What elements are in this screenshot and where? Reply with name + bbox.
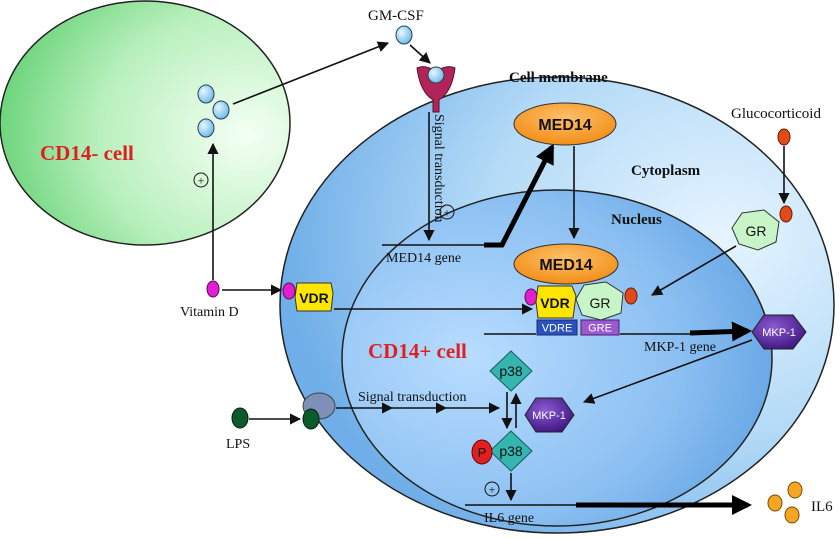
vitamin-d-molecule: [206, 280, 220, 298]
vitamin-d-bound-nucleus: [524, 288, 538, 306]
glucocorticoid-bound: [779, 205, 793, 223]
gr-receptor-nucleus: [575, 281, 624, 321]
mkp1-complex-label: MKP-1: [532, 410, 566, 422]
phospho-label: P: [478, 445, 487, 460]
cell-membrane-label: Cell membrane: [509, 70, 608, 86]
vdr-nucleus-label: VDR: [540, 295, 570, 311]
glucocorticoid-bound-nucleus: [624, 287, 638, 305]
med14-protein-cytoplasm: [513, 102, 617, 146]
gr-nucleus-label: GR: [590, 295, 611, 311]
phospho-group: [471, 439, 493, 465]
vdre-label: VDRE: [542, 323, 573, 335]
vdr-cytoplasm-label: VDR: [299, 290, 329, 306]
cytoplasm-label: Cytoplasm: [631, 163, 701, 179]
gm-csf-molecule: [197, 84, 215, 104]
lps-bound: [302, 408, 320, 430]
nucleus: [341, 189, 773, 527]
gm-csf-bound-molecule: [427, 66, 445, 84]
plus-sign: +: [489, 483, 496, 497]
plus-sign-icon: [193, 172, 209, 188]
il6-molecule: [767, 494, 783, 512]
gre-element: [580, 319, 620, 336]
med14-nucleus-label: MED14: [539, 257, 592, 274]
plus-sign: +: [444, 206, 451, 220]
p38-kinase-bottom: [489, 430, 533, 472]
il6-label: IL6: [811, 499, 833, 515]
lps-label: LPS: [226, 437, 250, 452]
arrow-gr-to-nucleus: [651, 245, 737, 296]
plus-sign: +: [198, 174, 205, 188]
arrow-mkp1-to-complex: [582, 339, 753, 404]
mkp1-protein-label: MKP-1: [762, 327, 796, 339]
vdre-element: [536, 319, 578, 336]
glucocorticoid-label: Glucocorticoid: [731, 106, 821, 122]
cd14-negative-cell: [0, 0, 291, 246]
arrow-med14-gene-to-protein: [484, 143, 555, 248]
plus-sign-icon: [484, 481, 500, 497]
p38-kinase-top: [489, 350, 533, 392]
signal-transduction-vertical-label: Signal transduction: [431, 114, 446, 223]
vdr-receptor-nucleus: [535, 285, 577, 319]
gm-csf-molecule: [395, 25, 413, 45]
med14-cytoplasm-label: MED14: [538, 117, 591, 134]
glucocorticoid-molecule: [777, 128, 791, 146]
gm-csf-label: GM-CSF: [368, 8, 424, 24]
vdr-receptor-cytoplasm: [294, 282, 334, 312]
med14-gene-label: MED14 gene: [386, 251, 461, 266]
gre-label: GRE: [588, 323, 612, 335]
arrow-mkp1-gene-to-protein: [689, 321, 752, 342]
mkp1-gene-label: MKP-1 gene: [644, 340, 716, 355]
med14-protein-nucleus: [513, 243, 619, 285]
plus-sign-icon: [439, 204, 455, 220]
nucleus-label: Nucleus: [611, 212, 662, 228]
gr-cytoplasm-label: GR: [746, 223, 767, 239]
gr-receptor-cytoplasm: [731, 209, 780, 251]
il6-molecule: [784, 506, 800, 524]
cd14-positive-cell-label: CD14+ cell: [368, 339, 467, 363]
arrow-cd14neg-to-gmcsf: [232, 41, 390, 105]
p38-top-label: p38: [499, 363, 523, 379]
p38-bottom-label: p38: [499, 443, 523, 459]
il6-gene-label: IL6 gene: [484, 511, 534, 526]
mkp1-complex: [524, 397, 575, 433]
gm-csf-molecule: [212, 100, 230, 120]
lps-molecule: [231, 407, 249, 429]
gm-csf-molecule: [197, 118, 215, 138]
arrow-gmcsf-to-receptor: [409, 44, 431, 64]
vitamin-d-bound: [282, 282, 296, 300]
il6-molecule: [787, 481, 803, 499]
signal-transduction-horizontal-label: Signal transduction: [358, 390, 467, 405]
cd14-negative-cell-label: CD14- cell: [40, 141, 134, 165]
vitamin-d-label: Vitamin D: [180, 305, 239, 320]
mkp1-protein: [751, 314, 807, 350]
